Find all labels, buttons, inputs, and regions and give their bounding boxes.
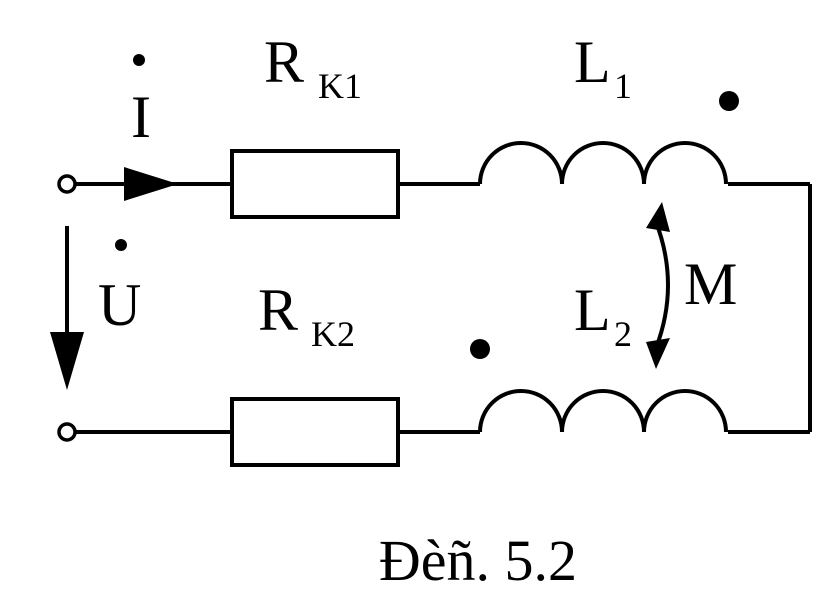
l1-label-main: L xyxy=(574,29,611,95)
current-label: I xyxy=(131,84,151,150)
mutual-arrow-bottom-icon xyxy=(646,338,670,369)
top-terminal xyxy=(57,174,77,194)
l1-label-sub: 1 xyxy=(614,66,632,106)
figure-caption: Đèñ. 5.2 xyxy=(379,528,577,593)
mutual-coupling-arc xyxy=(654,221,670,349)
inductor-l2 xyxy=(478,389,728,433)
bottom-terminal xyxy=(57,422,77,442)
voltage-arrow-icon xyxy=(50,332,84,390)
current-phasor-dot xyxy=(133,54,145,66)
voltage-phasor-dot xyxy=(115,239,127,251)
l2-label-main: L xyxy=(574,277,611,343)
rk1-label-main: R xyxy=(264,29,304,95)
resistor-rk2 xyxy=(230,397,400,467)
inductor-l1 xyxy=(478,141,728,185)
rk1-label-sub: K1 xyxy=(318,66,362,106)
rk2-label-sub: K2 xyxy=(311,314,355,354)
l1-polarity-dot xyxy=(719,91,739,111)
l2-polarity-dot xyxy=(470,339,490,359)
resistor-rk1 xyxy=(230,149,400,219)
l2-label-sub: 2 xyxy=(614,314,632,354)
mutual-label: M xyxy=(684,251,737,317)
mutual-arrow-top-icon xyxy=(646,202,670,232)
rk2-label-main: R xyxy=(258,277,298,343)
voltage-label: U xyxy=(98,272,141,338)
current-arrow-icon xyxy=(124,167,178,201)
